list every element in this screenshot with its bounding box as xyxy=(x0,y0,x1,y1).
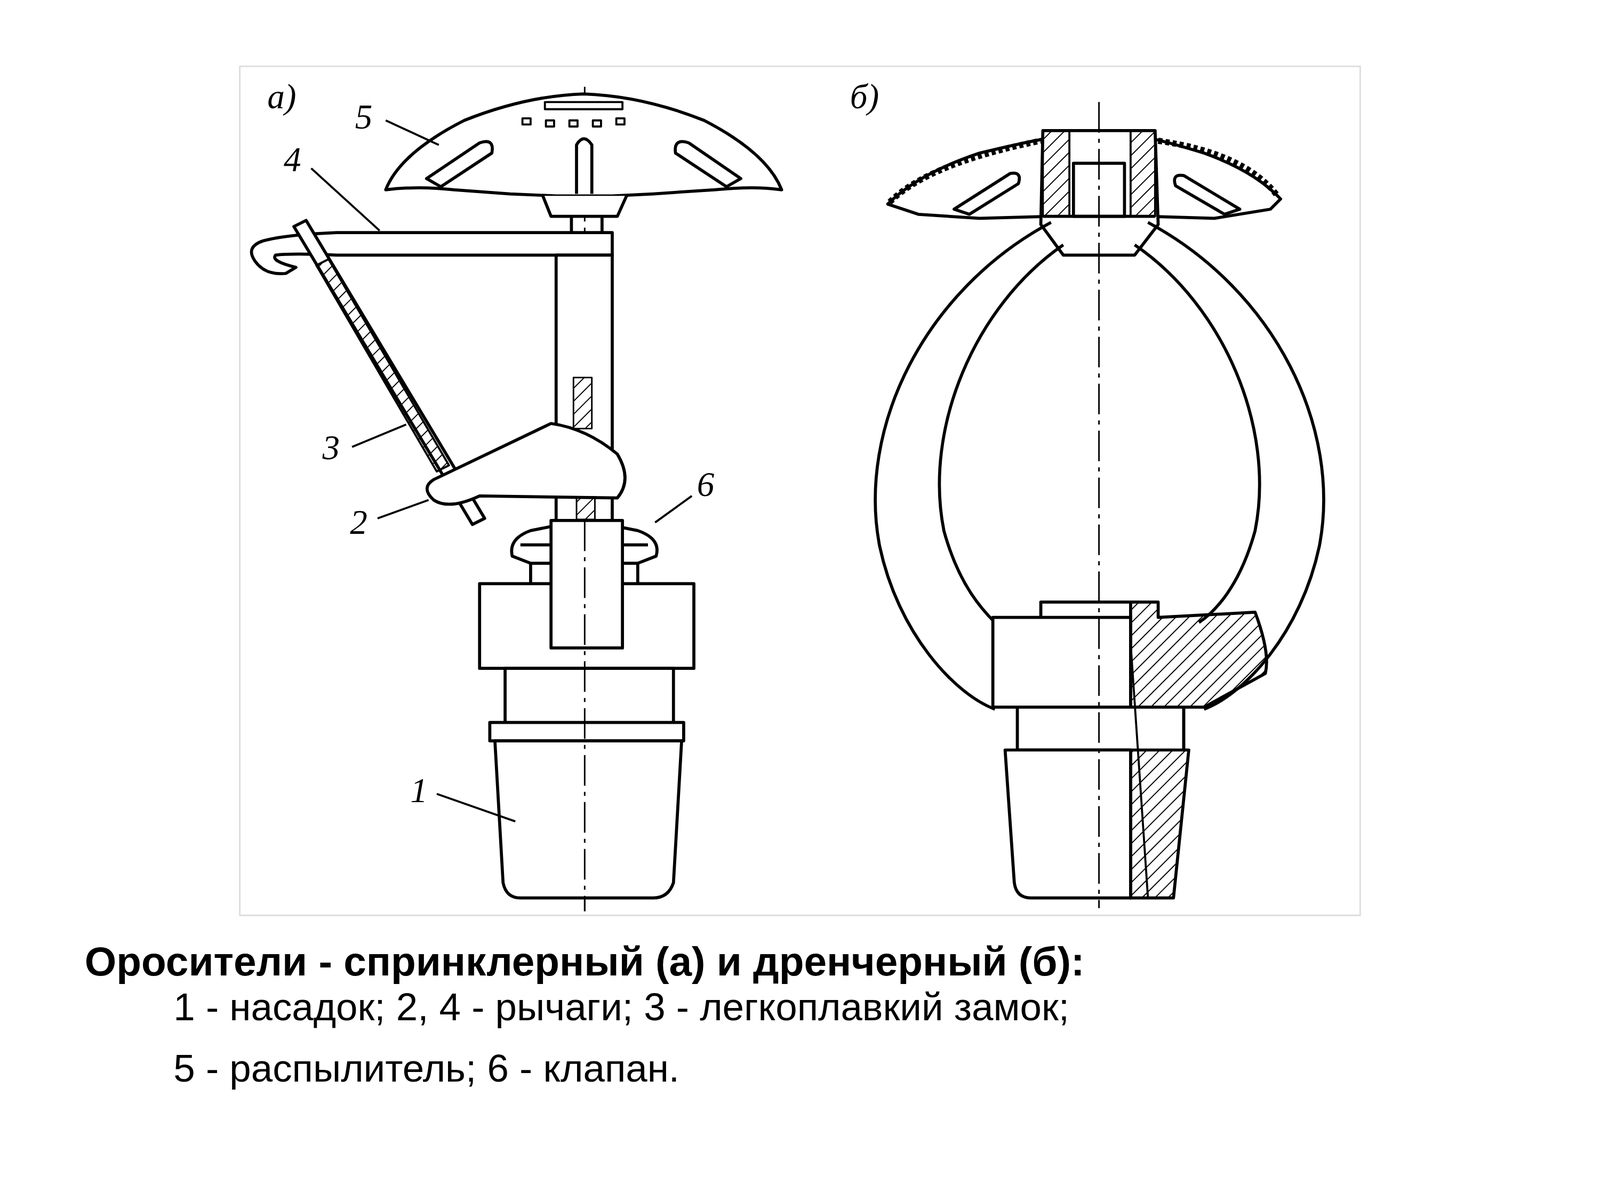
leader-lines xyxy=(377,499,429,518)
centerline xyxy=(1098,101,1100,908)
leader-lines xyxy=(352,424,406,447)
callout-number: 2 xyxy=(349,505,368,540)
body-ring xyxy=(489,722,684,741)
nozzle xyxy=(494,740,682,899)
drencher-b xyxy=(875,101,1324,908)
deflector-edge xyxy=(889,140,1041,203)
deflector-holes xyxy=(522,101,625,127)
body xyxy=(993,617,1131,708)
deflector xyxy=(888,137,1052,219)
callout-number: 1 xyxy=(410,773,428,808)
leader-lines xyxy=(311,168,380,231)
rod-hatch xyxy=(573,377,592,429)
deflector-holes xyxy=(569,120,578,127)
deflector-holes xyxy=(545,101,623,109)
fusible-lock-hatch xyxy=(316,259,450,472)
deflector-slot xyxy=(426,141,493,187)
sprinkler-a xyxy=(251,86,782,912)
panel-letter: а) xyxy=(267,79,296,115)
valve xyxy=(636,563,640,584)
deflector-holes xyxy=(546,120,555,127)
deflector xyxy=(1147,137,1281,219)
leader-lines xyxy=(385,120,439,146)
deflector-slot xyxy=(675,141,741,187)
rod-hatch xyxy=(576,497,595,520)
deflector-slot xyxy=(1174,175,1240,215)
leader-lines xyxy=(654,496,692,523)
valve xyxy=(529,563,533,584)
body-neck xyxy=(1017,707,1184,750)
inner-tube xyxy=(550,520,623,648)
callout-number: 5 xyxy=(355,99,373,135)
frame-arm xyxy=(1134,244,1260,623)
leader-lines xyxy=(436,794,516,822)
key-line: 5 - распылитель; 6 - клапан. xyxy=(173,1049,680,1088)
stem-head xyxy=(570,216,574,234)
deflector-slot xyxy=(576,138,592,194)
stem-head xyxy=(600,216,604,234)
deflector-holes xyxy=(616,118,625,125)
frame xyxy=(240,66,1361,916)
deflector-holes xyxy=(522,118,531,125)
callout-number: 4 xyxy=(283,142,302,178)
leader-lines xyxy=(311,120,693,822)
lever xyxy=(427,423,626,504)
callout-number: 3 xyxy=(322,430,341,466)
centerline xyxy=(584,520,586,912)
deflector-slot xyxy=(954,173,1020,215)
deflector xyxy=(385,93,782,196)
deflector-holes xyxy=(593,120,602,127)
frame-arm xyxy=(939,244,1063,623)
stem-head xyxy=(542,195,627,216)
bore xyxy=(1130,642,1149,898)
panel-letter: б) xyxy=(850,79,879,115)
body-top xyxy=(1041,602,1131,618)
caption: Оросители - спринклерный (а) и дренчерны… xyxy=(84,940,1085,982)
key-line: 1 - насадок; 2, 4 - рычаги; 3 - легкопла… xyxy=(173,987,1070,1027)
callout-number: 6 xyxy=(697,467,715,502)
nozzle xyxy=(1005,749,1131,898)
body-neck xyxy=(505,668,674,725)
